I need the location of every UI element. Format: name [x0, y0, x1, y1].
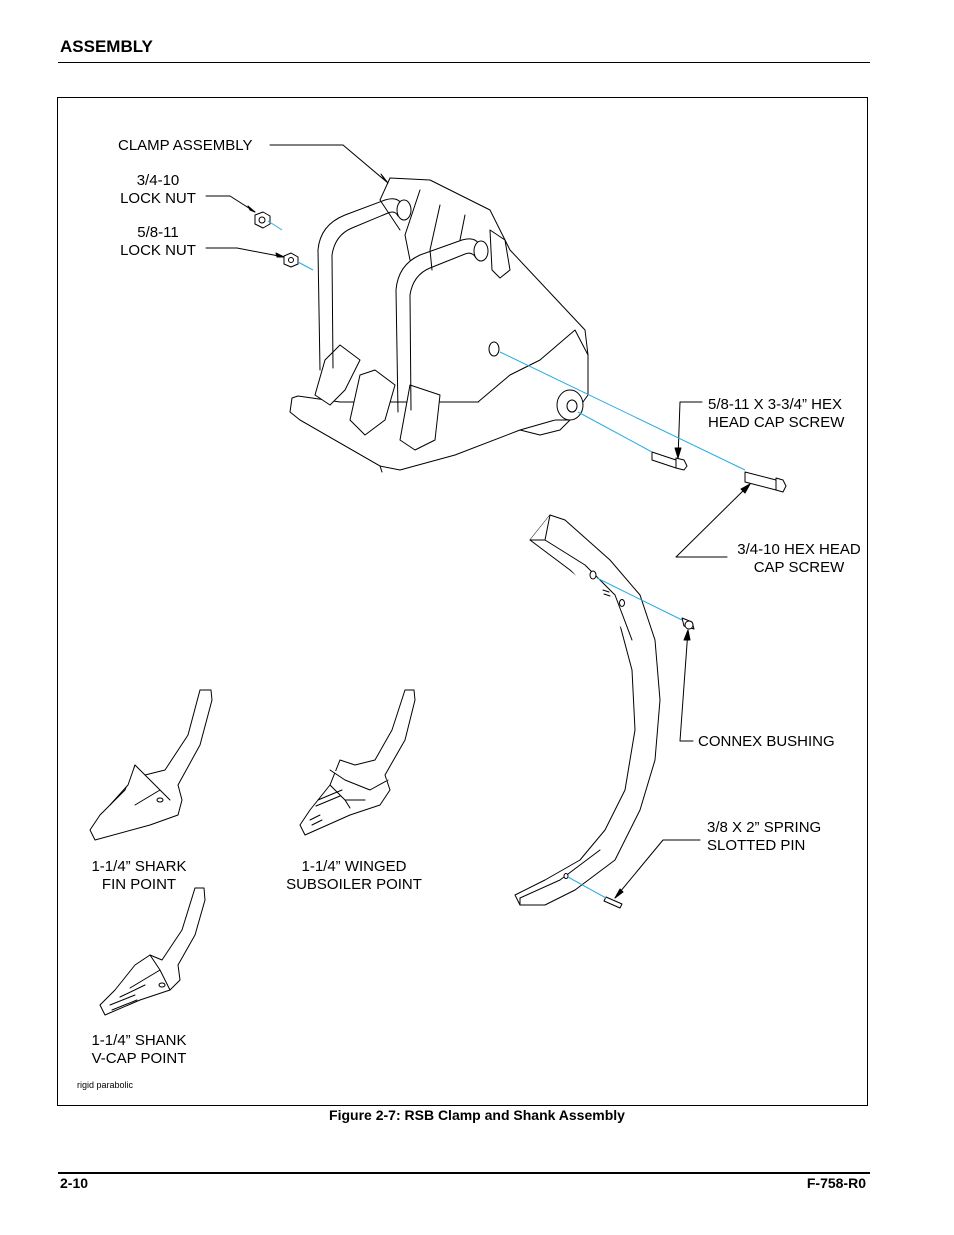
- shank-drawing: [514, 514, 661, 906]
- label-spring-pin-line1: 3/8 X 2” SPRING: [707, 819, 822, 836]
- label-winged-line1: 1-1/4” WINGED: [301, 858, 407, 875]
- label-vcap-line2: V-CAP POINT: [91, 1050, 187, 1067]
- figure-caption: Figure 2-7: RSB Clamp and Shank Assembly: [329, 1107, 625, 1123]
- label-spring-pin-line2: SLOTTED PIN: [707, 837, 806, 854]
- winged-subsoiler-point-drawing: [299, 689, 416, 836]
- label-winged-subsoiler-point: 1-1/4” WINGED SUBSOILER POINT: [280, 858, 428, 894]
- label-shark-fin-point: 1-1/4” SHARK FIN POINT: [84, 858, 194, 894]
- label-shark-line2: FIN POINT: [101, 876, 177, 893]
- label-hex-cap-screw-5-8-line2: HEAD CAP SCREW: [708, 414, 845, 431]
- label-shark-line1: 1-1/4” SHARK: [91, 858, 187, 875]
- label-hex-cap-screw-3-4: 3/4-10 HEX HEAD CAP SCREW: [733, 541, 865, 577]
- label-winged-line2: SUBSOILER POINT: [286, 876, 422, 893]
- label-connex-bushing: CONNEX BUSHING: [698, 733, 835, 750]
- label-lock-nut-3-4: 3/4-10 LOCK NUT: [117, 172, 199, 208]
- v-cap-point-drawing: [99, 887, 206, 1016]
- header-rule: [58, 62, 870, 63]
- label-hex-cap-screw-3-4-line2: CAP SCREW: [753, 559, 845, 576]
- drawing-id: rigid parabolic: [77, 1080, 134, 1090]
- hex-cap-screw-3-4-drawing: [744, 471, 787, 493]
- connex-bushing-drawing: [681, 617, 695, 630]
- label-lock-nut-5-8-line1: 5/8-11: [137, 224, 179, 241]
- label-vcap-line1: 1-1/4” SHANK: [91, 1032, 187, 1049]
- shark-fin-point-drawing: [89, 689, 213, 841]
- document-number: F-758-R0: [806, 1175, 866, 1191]
- lock-nut-3-4-drawing: [254, 211, 271, 229]
- clamp-assembly-drawing: [289, 177, 589, 473]
- label-hex-cap-screw-5-8: 5/8-11 X 3-3/4” HEX HEAD CAP SCREW: [708, 396, 844, 432]
- label-hex-cap-screw-5-8-line1: 5/8-11 X 3-3/4” HEX: [708, 396, 842, 413]
- spring-pin-drawing: [603, 896, 623, 909]
- footer-rule: [58, 1172, 870, 1174]
- label-lock-nut-5-8-line2: LOCK NUT: [120, 242, 196, 259]
- label-lock-nut-3-4-line2: LOCK NUT: [120, 190, 196, 207]
- leader-lines: [205, 144, 751, 899]
- label-hex-cap-screw-3-4-line1: 3/4-10 HEX HEAD: [737, 541, 861, 558]
- section-title: ASSEMBLY: [60, 37, 153, 56]
- label-spring-slotted-pin: 3/8 X 2” SPRING SLOTTED PIN: [707, 819, 821, 855]
- label-clamp-assembly: CLAMP ASSEMBLY: [118, 137, 253, 154]
- lock-nut-5-8-drawing: [283, 252, 299, 268]
- figure-frame: [57, 97, 868, 1106]
- label-lock-nut-3-4-line1: 3/4-10: [136, 172, 180, 189]
- label-v-cap-point: 1-1/4” SHANK V-CAP POINT: [84, 1032, 194, 1068]
- page-number: 2-10: [60, 1175, 89, 1191]
- label-lock-nut-5-8: 5/8-11 LOCK NUT: [117, 224, 199, 260]
- alignment-lines: [267, 220, 746, 899]
- hex-cap-screw-5-8-drawing: [651, 451, 688, 471]
